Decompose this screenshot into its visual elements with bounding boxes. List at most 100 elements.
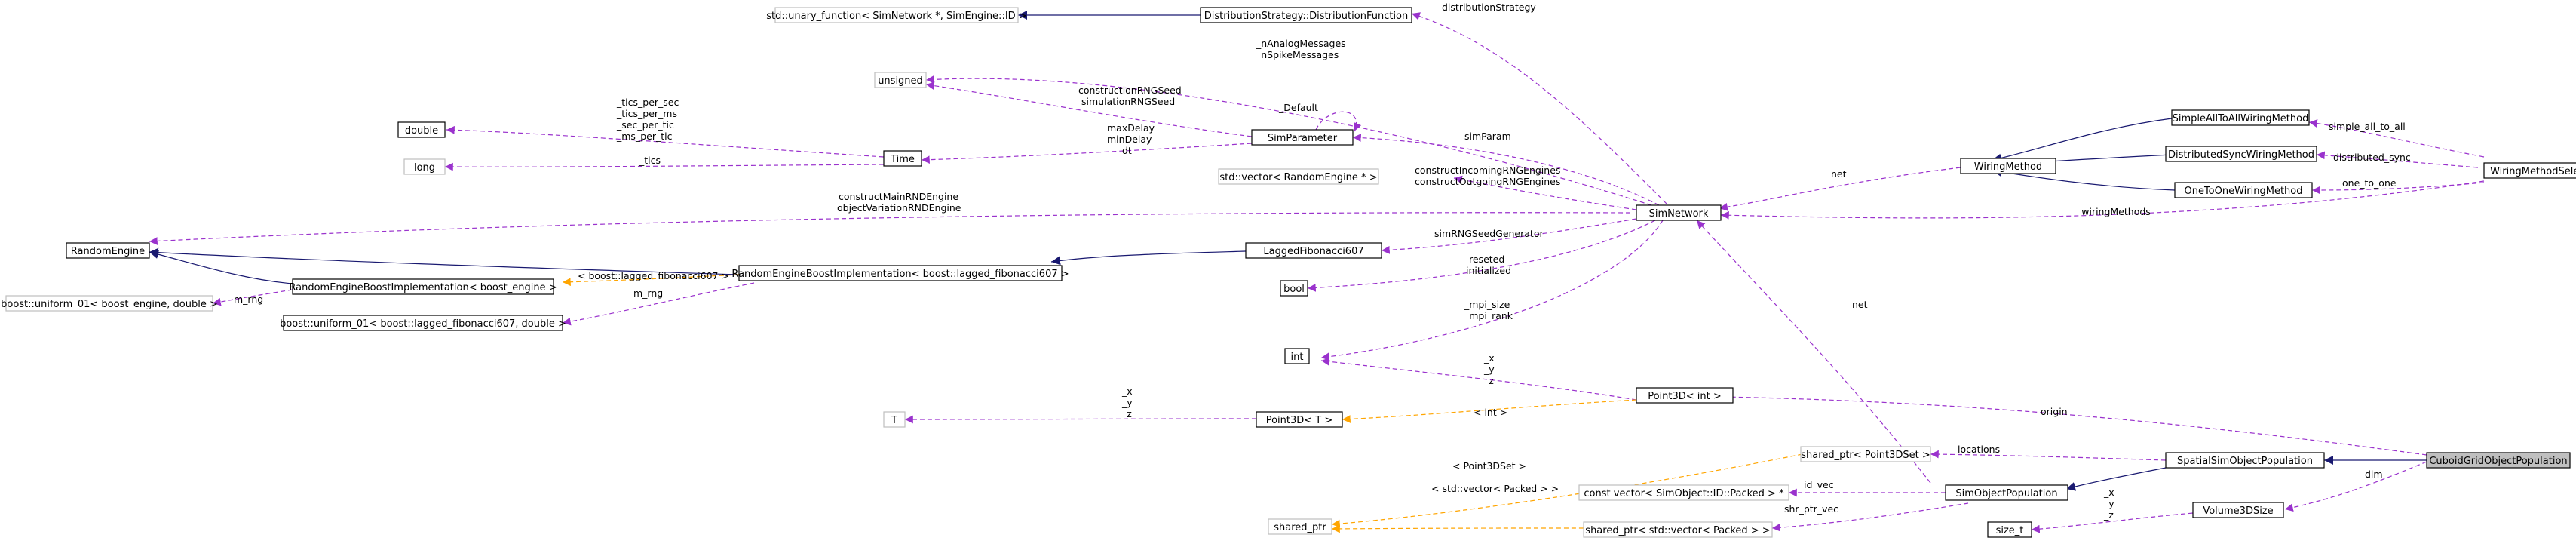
edge-usage-random-engine xyxy=(149,212,1631,245)
edge-label-origin: origin xyxy=(2041,406,2068,417)
edge-label-vs-x: _x xyxy=(2103,487,2114,498)
edge-label-wiring-methods: _wiringMethods xyxy=(2076,206,2151,217)
edge-label-distributed-sync: distributed_sync xyxy=(2333,152,2411,163)
node-point3d-int[interactable]: Point3D< int > xyxy=(1636,387,1734,404)
edge-label-mpi-size: _mpi_size xyxy=(1464,299,1510,310)
edge-label-distribution-strategy: distributionStrategy xyxy=(1442,2,1536,13)
edge-usage-bool xyxy=(1307,220,1656,292)
node-wiring-method[interactable]: WiringMethod xyxy=(1960,158,2056,174)
edge-usage-dim xyxy=(2284,461,2427,512)
svg-text:int: int xyxy=(1291,352,1304,363)
node-wiring-method-selector[interactable]: WiringMethodSelector xyxy=(2483,162,2576,179)
node-int[interactable]: int xyxy=(1284,348,1310,364)
node-uniform-lagged[interactable]: boost::uniform_01< boost::lagged_fibonac… xyxy=(280,315,566,331)
edge-tmpl-vector-packed xyxy=(1331,524,1584,533)
node-bool[interactable]: bool xyxy=(1280,280,1308,297)
edge-usage-seed xyxy=(925,81,1253,137)
edge-label-one-to-one: one_to_one xyxy=(2342,177,2397,189)
svg-text:Volume3DSize: Volume3DSize xyxy=(2203,505,2273,517)
edge-label-sim-rng-seed-generator: simRNGSeedGenerator xyxy=(1434,228,1544,239)
svg-text:std::vector< RandomEngine * >: std::vector< RandomEngine * > xyxy=(1219,172,1377,183)
edge-label-default: _Default xyxy=(1278,102,1318,113)
node-shared-ptr-point3dset[interactable]: shared_ptr< Point3DSet > xyxy=(1800,446,1931,462)
svg-text:boost::uniform_01< boost_engin: boost::uniform_01< boost_engine, double … xyxy=(1,299,218,310)
node-shared-ptr[interactable]: shared_ptr xyxy=(1268,518,1332,535)
node-double[interactable]: double xyxy=(397,121,446,138)
edge-usage-wiring-methods xyxy=(1720,180,2485,220)
node-unsigned[interactable]: unsigned xyxy=(874,72,927,88)
node-reb-lagged-fibonacci[interactable]: RandomEngineBoostImplementation< boost::… xyxy=(731,265,1069,281)
edge-usage-shrptrvec xyxy=(1771,502,1969,532)
node-sim-parameter[interactable]: SimParameter xyxy=(1251,129,1354,146)
svg-text:unsigned: unsigned xyxy=(878,75,923,87)
edge-label-vector-packed-template: < std::vector< Packed > > xyxy=(1431,483,1559,494)
node-distributed-sync[interactable]: DistributedSyncWiringMethod xyxy=(2165,146,2317,162)
node-const-vector-simobject[interactable]: const vector< SimObject::ID::Packed > * xyxy=(1578,484,1789,501)
svg-text:RandomEngineBoostImplementatio: RandomEngineBoostImplementation< boost::… xyxy=(731,269,1069,280)
node-size-t[interactable]: size_t xyxy=(1987,521,2032,538)
edge-label-tics: _tics xyxy=(639,155,661,166)
node-t-param[interactable]: T xyxy=(883,411,906,428)
node-sim-object-population[interactable]: SimObjectPopulation xyxy=(1945,484,2068,501)
edge-reblagged-inherits-random xyxy=(149,247,740,275)
edge-usage-sizet xyxy=(2031,512,2194,533)
edge-usage-one xyxy=(2311,182,2485,195)
edge-label-ms-per-tic: _ms_per_tic xyxy=(616,131,673,142)
node-spatial-sim-object-population[interactable]: SpatialSimObjectPopulation xyxy=(2165,452,2325,469)
svg-text:Time: Time xyxy=(890,154,915,165)
edge-label-id-vec: id_vec xyxy=(1804,479,1834,490)
svg-text:CuboidGridObjectPopulation: CuboidGridObjectPopulation xyxy=(2429,456,2567,467)
edge-label-n-spike-messages: _nSpikeMessages xyxy=(1256,49,1339,60)
edge-tmpl-point3dset xyxy=(1331,453,1803,528)
edge-usage-long xyxy=(444,162,885,171)
edge-label-shr-ptr-vec: shr_ptr_vec xyxy=(1784,503,1838,515)
svg-text:DistributionStrategy::Distribu: DistributionStrategy::DistributionFuncti… xyxy=(1204,11,1409,22)
node-reb-boost-engine[interactable]: RandomEngineBoostImplementation< boost_e… xyxy=(289,278,557,295)
edge-label-pxyz-x: _x xyxy=(1483,352,1495,364)
edge-label-max-delay: maxDelay xyxy=(1107,122,1155,134)
node-time[interactable]: Time xyxy=(883,150,922,167)
node-random-engine[interactable]: RandomEngine xyxy=(66,242,150,259)
edge-label-pxyz-y: _y xyxy=(1483,364,1495,375)
edge-usage-int-mpi xyxy=(1320,220,1664,361)
svg-text:DistributedSyncWiringMethod: DistributedSyncWiringMethod xyxy=(2168,149,2314,161)
edge-label-construction-rng-seed: constructionRNGSeed xyxy=(1078,84,1182,96)
edge-usage-lagged xyxy=(1381,218,1637,254)
edge-label-construct-outgoing: constructOutgoingRNGEngines xyxy=(1415,176,1560,187)
svg-text:boost::uniform_01< boost::lagg: boost::uniform_01< boost::lagged_fibonac… xyxy=(280,318,566,330)
node-vector-random-engine[interactable]: std::vector< RandomEngine * > xyxy=(1218,168,1379,185)
edge-spatial-inherits-simobj xyxy=(2065,467,2167,491)
node-point3d-t[interactable]: Point3D< T > xyxy=(1256,411,1343,428)
node-distribution-strategy-function[interactable]: DistributionStrategy::DistributionFuncti… xyxy=(1200,7,1412,23)
edge-label-construct-incoming: constructIncomingRNGEngines xyxy=(1415,164,1560,176)
node-uniform-boost-engine[interactable]: boost::uniform_01< boost_engine, double … xyxy=(1,295,218,312)
node-one-to-one[interactable]: OneToOneWiringMethod xyxy=(2174,182,2313,198)
svg-text:WiringMethodSelector: WiringMethodSelector xyxy=(2490,166,2576,177)
edge-usage-net-pop xyxy=(1696,220,1931,484)
svg-text:RandomEngineBoostImplementatio: RandomEngineBoostImplementation< boost_e… xyxy=(289,282,557,293)
svg-text:const vector< SimObject::ID::P: const vector< SimObject::ID::Packed > * xyxy=(1584,488,1784,499)
svg-text:SimpleAllToAllWiringMethod: SimpleAllToAllWiringMethod xyxy=(2173,113,2309,124)
node-lagged-fibonacci607[interactable]: LaggedFibonacci607 xyxy=(1245,242,1382,259)
node-simple-all-to-all[interactable]: SimpleAllToAllWiringMethod xyxy=(2171,109,2310,126)
edge-label-t-z: _z xyxy=(1121,408,1132,419)
node-unary-function[interactable]: std::unary_function< SimNetwork *, SimEn… xyxy=(766,7,1027,23)
svg-text:SimNetwork: SimNetwork xyxy=(1649,208,1709,220)
edge-usage-simple xyxy=(2308,119,2485,158)
edge-label-initialized: initialized xyxy=(1466,265,1511,276)
edge-label-net-wiring: net xyxy=(1831,168,1847,180)
edge-label-pxyz-z: _z xyxy=(1483,375,1494,386)
svg-text:Point3D< T >: Point3D< T > xyxy=(1266,415,1333,426)
node-cuboid-grid-object-population[interactable]: CuboidGridObjectPopulation xyxy=(2426,452,2571,469)
edge-label-simple-all-to-all: simple_all_to_all xyxy=(2329,121,2406,132)
edge-label-sec-per-tic: _sec_per_tic xyxy=(616,119,674,131)
edge-label-t-x: _x xyxy=(1121,386,1133,397)
edge-usage-time xyxy=(921,143,1253,164)
edge-usage-locations xyxy=(1930,450,2167,461)
node-long[interactable]: long xyxy=(403,158,446,175)
node-sim-network[interactable]: SimNetwork xyxy=(1636,204,1722,221)
edge-tmpl-int xyxy=(1342,399,1637,423)
node-shared-ptr-vector-packed[interactable]: shared_ptr< std::vector< Packed > > xyxy=(1583,521,1773,538)
edge-label-m-rng-1: m_rng xyxy=(234,293,263,305)
node-volume3d-size[interactable]: Volume3DSize xyxy=(2192,502,2284,518)
